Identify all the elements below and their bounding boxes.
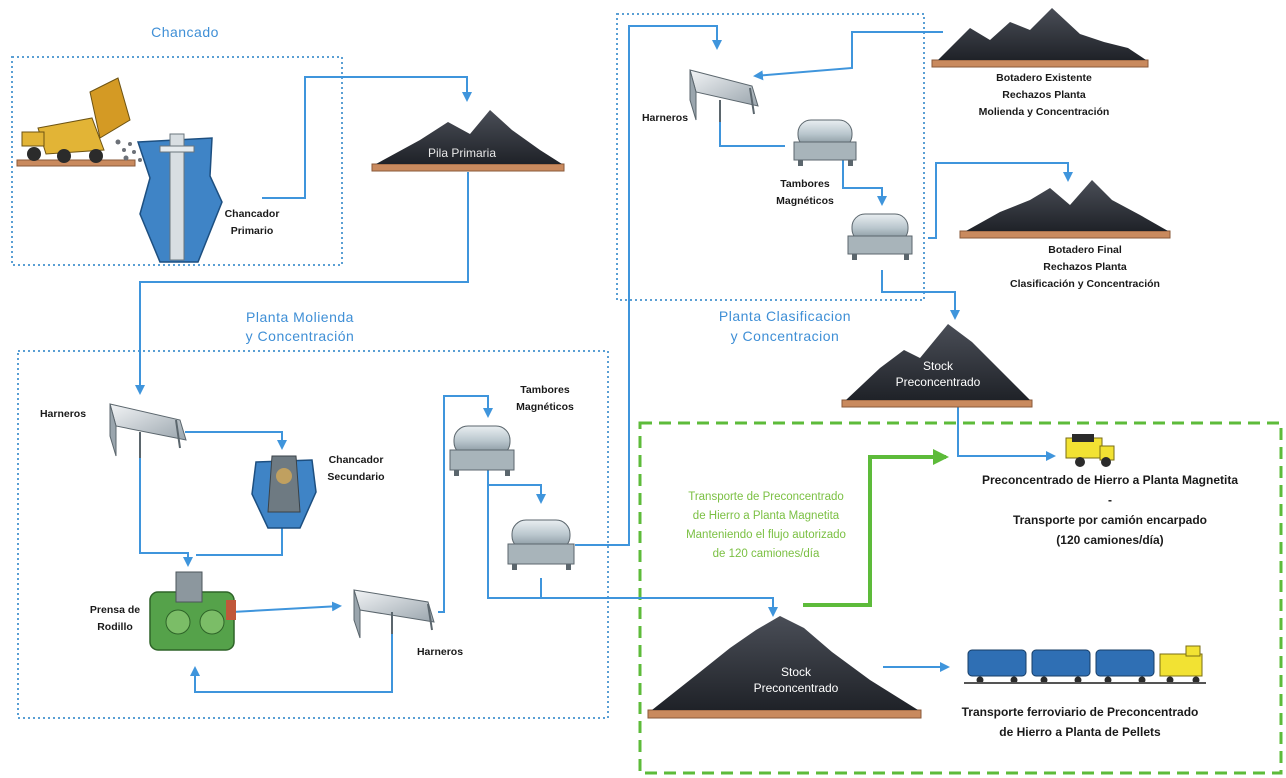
rail-transport-text: Transporte ferroviario de Preconcentrado… bbox=[961, 705, 1199, 739]
flow-pile-to-molienda bbox=[135, 172, 469, 395]
flow-to-stock-upper bbox=[881, 270, 960, 320]
tambores-clasificacion-2-icon bbox=[847, 213, 913, 260]
flow-to-botadero-final bbox=[928, 162, 1073, 239]
secondary-crusher-icon bbox=[251, 455, 317, 529]
harneros-clasificacion-icon bbox=[689, 69, 759, 122]
label-prensa-rodillo: Prensa de Rodillo bbox=[89, 604, 141, 633]
section-chancado-box bbox=[11, 56, 343, 266]
pile-stock-lower bbox=[652, 616, 918, 710]
flow-stock-to-truck bbox=[957, 405, 1056, 461]
label-harneros-molienda: Harneros bbox=[39, 408, 87, 420]
roller-press-icon bbox=[149, 571, 236, 651]
flow-primary-to-pile bbox=[262, 76, 472, 199]
harneros-molienda-icon bbox=[109, 403, 187, 458]
label-stock-upper: Stock Preconcentrado bbox=[895, 359, 981, 389]
flow-harneros-to-prensa bbox=[139, 455, 193, 567]
label-stock-lower: Stock Preconcentrado bbox=[753, 665, 839, 695]
tambores-clasificacion-1-icon bbox=[793, 119, 857, 166]
pile-botadero-existente bbox=[938, 8, 1146, 60]
label-harneros-molienda-2: Harneros bbox=[416, 646, 464, 658]
label-pila-primaria: Pila Primaria bbox=[427, 146, 496, 160]
flow-tambores-to-clasificacion bbox=[575, 25, 722, 546]
label-tambores-clasificacion: Tambores Magnéticos bbox=[776, 178, 834, 207]
ground-stock-upper bbox=[841, 399, 1033, 408]
flow-botadero-feed bbox=[753, 31, 943, 81]
label-chancador-primario: Chancador Primario bbox=[224, 208, 280, 237]
label-chancador-secundario: Chancador Secundario bbox=[327, 454, 385, 483]
train-icon bbox=[964, 645, 1206, 684]
flow-prensa-to-harneros bbox=[231, 601, 342, 613]
pile-stock-upper bbox=[846, 324, 1030, 400]
flow-harneros-to-tambores-2 bbox=[719, 110, 785, 147]
truck-transport-text: Preconcentrado de Hierro a Planta Magnet… bbox=[981, 473, 1239, 547]
label-tambores-molienda: Tambores Magnéticos bbox=[516, 384, 574, 413]
label-botadero-existente: Botadero Existente Rechazos Planta Molie… bbox=[978, 72, 1110, 118]
label-botadero-final: Botadero Final Rechazos Planta Clasifica… bbox=[1010, 244, 1160, 290]
ground-botadero-final bbox=[959, 230, 1171, 239]
section-clasificacion-title: Planta Clasificacion y Concentracion bbox=[718, 308, 852, 344]
tambores-molienda-1-icon bbox=[449, 425, 515, 476]
haul-truck-icon bbox=[21, 77, 142, 163]
green-transport-arrow bbox=[803, 449, 949, 607]
ground-truck bbox=[16, 159, 136, 167]
harneros-molienda-2-icon bbox=[353, 589, 435, 639]
ground-botadero-existente bbox=[931, 59, 1149, 68]
flow-harneros-to-secundario bbox=[185, 431, 287, 450]
primary-crusher-icon bbox=[136, 133, 223, 263]
section-molienda-title: Planta Molienda y Concentración bbox=[245, 309, 355, 344]
section-chancado-title: Chancado bbox=[151, 24, 219, 40]
pile-botadero-final bbox=[966, 180, 1168, 231]
flow-harneros-recycle bbox=[190, 628, 393, 693]
section-molienda-box bbox=[17, 350, 609, 719]
flow-harneros-to-tambores bbox=[438, 395, 493, 613]
pile-primaria bbox=[376, 110, 562, 164]
tambores-molienda-2-icon bbox=[507, 519, 575, 570]
label-harneros-clasificacion: Harneros bbox=[641, 112, 689, 124]
flow-tambores-to-tambores bbox=[487, 468, 546, 504]
flow-secundario-to-prensa bbox=[196, 528, 283, 556]
green-transport-text: Transporte de Preconcentrado de Hierro a… bbox=[686, 491, 846, 560]
section-clasificacion-box bbox=[616, 13, 925, 301]
ground-pila-primaria bbox=[371, 163, 565, 172]
ground-stock-lower bbox=[647, 709, 922, 719]
road-truck-icon bbox=[1065, 434, 1115, 467]
flow-tambores-to-stock bbox=[487, 470, 778, 617]
flow-tambores-chain bbox=[842, 158, 887, 206]
